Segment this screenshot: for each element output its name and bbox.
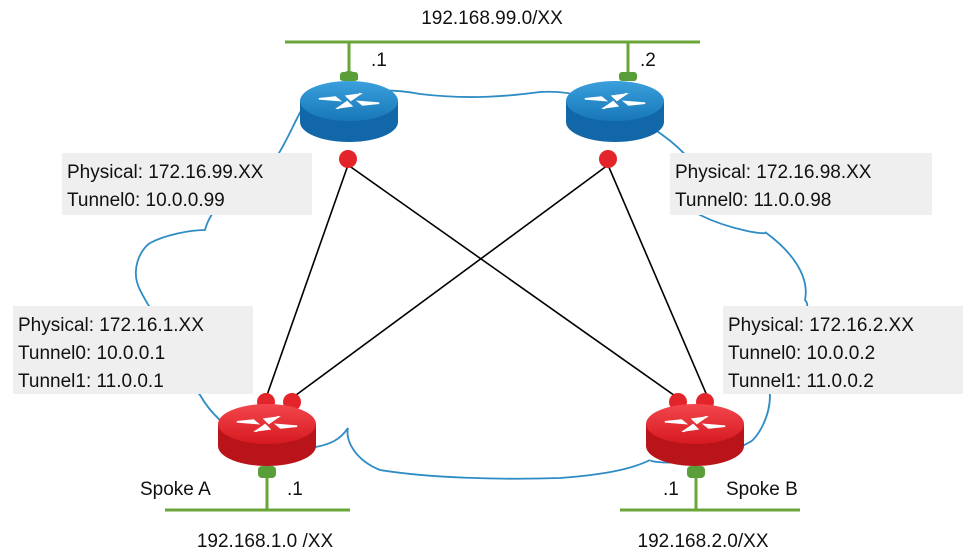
hub1-tunnel0: Tunnel0: 10.0.0.99: [67, 190, 225, 211]
spoke-b-tunnel0: Tunnel0: 10.0.0.2: [728, 343, 875, 364]
spoke-a-name: Spoke A: [140, 479, 211, 500]
hub2-lan-host-label: .2: [640, 50, 656, 71]
hub2-physical: Physical: 172.16.98.XX: [675, 162, 872, 183]
hub1-physical: Physical: 172.16.99.XX: [67, 162, 264, 183]
hub1-router: [300, 71, 398, 168]
spoke-a-physical: Physical: 172.16.1.XX: [18, 315, 204, 336]
spoke-a-lan-host-label: .1: [287, 479, 303, 500]
hub2-info-box: Physical: 172.16.98.XX Tunnel0: 11.0.0.9…: [670, 153, 932, 215]
tunnel-lines: [265, 164, 709, 399]
tunnel-hub1-spokeA: [265, 164, 349, 399]
spoke-b-lan-host-label: .1: [663, 479, 679, 500]
spoke-b-physical: Physical: 172.16.2.XX: [728, 315, 914, 336]
hub2-router: [566, 72, 664, 168]
spoke-a-info-box: Physical: 172.16.1.XX Tunnel0: 10.0.0.1 …: [13, 306, 253, 394]
spoke-b-tunnel1: Tunnel1: 11.0.0.2: [728, 371, 874, 392]
spoke-a-router: [218, 393, 316, 478]
spoke-b-network-label: 192.168.2.0/XX: [638, 531, 769, 552]
tunnel-hub2-spokeA: [291, 164, 609, 399]
hub1-lan-host-label: .1: [371, 50, 387, 71]
spoke-b-info-box: Physical: 172.16.2.XX Tunnel0: 10.0.0.2 …: [723, 306, 963, 394]
spoke-b-router: [646, 393, 744, 478]
tunnel-hub2-spokeB: [607, 164, 709, 399]
spoke-a-tunnel0: Tunnel0: 10.0.0.1: [18, 343, 165, 364]
tunnel-hub1-spokeB: [347, 164, 679, 399]
hub2-tunnel0: Tunnel0: 11.0.0.98: [675, 190, 831, 211]
spoke-a-tunnel1: Tunnel1: 11.0.0.1: [18, 371, 164, 392]
hub1-info-box: Physical: 172.16.99.XX Tunnel0: 10.0.0.9…: [62, 153, 312, 215]
spoke-a-network-label: 192.168.1.0 /XX: [197, 531, 334, 552]
top-network-label: 192.168.99.0/XX: [421, 8, 563, 29]
spoke-b-name: Spoke B: [726, 479, 798, 500]
